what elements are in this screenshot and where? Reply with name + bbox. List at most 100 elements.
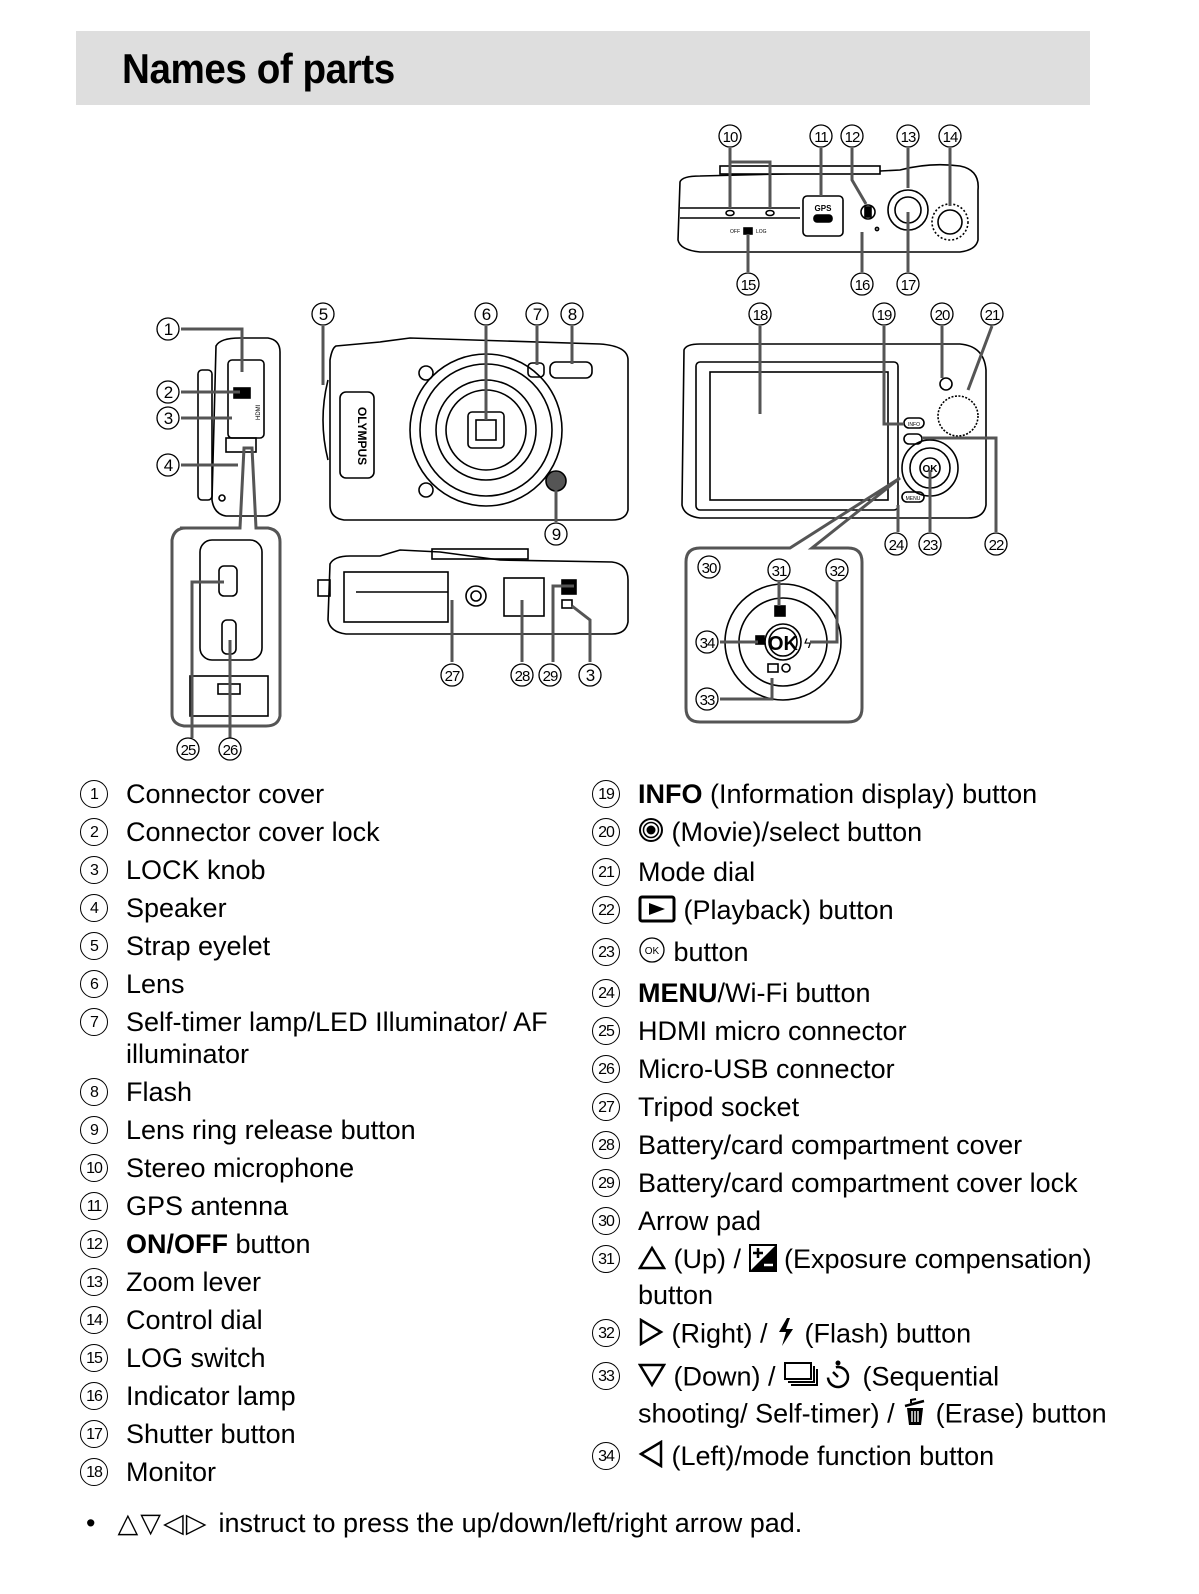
callout-circle (544, 522, 568, 546)
callout-circle (767, 558, 791, 582)
part-label: Micro-USB connector (638, 1053, 1112, 1085)
callout-number: 25 (181, 742, 196, 759)
part-number-badge: 27 (592, 1093, 620, 1122)
callout-circle (695, 630, 719, 654)
callout-number: 3 (586, 666, 595, 685)
part-label: Battery/card compartment cover lock (638, 1167, 1112, 1199)
part-number-badge: 10 (80, 1154, 108, 1182)
part-label-text: GPS antenna (126, 1191, 289, 1221)
callout-8: 8 (560, 302, 584, 326)
part-number-badge: 25 (592, 1017, 620, 1046)
callout-circle (218, 737, 242, 761)
callout-circle (440, 663, 464, 687)
callout-circle (980, 302, 1004, 326)
callout-circle (840, 124, 864, 148)
callout-circle (884, 532, 908, 556)
part-number-badge: 24 (592, 979, 620, 1008)
callout-31: 31 (767, 558, 791, 582)
callout-13: 13 (896, 124, 920, 148)
part-label-text: (Left)/mode function button (664, 1440, 995, 1471)
callout-7: 7 (525, 302, 549, 326)
part-label-text: (Exposure compensation) button (638, 1244, 1092, 1310)
callout-circle (176, 737, 200, 761)
callout-circle (697, 555, 721, 579)
part-label-text: (Sequential shooting/ Self-timer) / (638, 1361, 1000, 1429)
callout-circle (938, 124, 962, 148)
callout-number: 6 (482, 305, 491, 324)
part-number-badge: 32 (592, 1318, 620, 1347)
part-number-badge: 17 (80, 1420, 108, 1448)
right-arrow-icon (638, 1317, 664, 1353)
part-label-text: Flash (126, 1077, 193, 1107)
callout-number: 1 (164, 320, 173, 339)
part-label-text: Zoom lever (126, 1267, 262, 1297)
callout-circle (560, 302, 584, 326)
side-leaders (181, 327, 244, 467)
part-label: Mode dial (638, 856, 1112, 888)
part-label: (Playback) button (638, 894, 1112, 929)
callout-number: 22 (989, 537, 1004, 554)
callout-23: 23 (918, 532, 942, 556)
part-label: GPS antenna (126, 1190, 570, 1222)
part-label: Flash (126, 1076, 570, 1108)
camera-front-view: OLYMPUS (322, 337, 629, 521)
part-label: Self-timer lamp/LED Illuminator/ AF illu… (126, 1006, 570, 1070)
part-label-text: Battery/card compartment cover (638, 1130, 1023, 1161)
part-label: Connector cover (126, 778, 570, 810)
svg-text:ϟ: ϟ (804, 635, 812, 651)
part-label-text: HDMI micro connector (638, 1016, 907, 1047)
part-label: Speaker (126, 892, 570, 924)
part-label-text: (Right) / (664, 1318, 776, 1349)
part-label-text: Connector cover (126, 779, 325, 809)
callout-number: 16 (855, 277, 870, 294)
part-label-text: LOG switch (126, 1343, 266, 1373)
callout-32: 32 (825, 558, 849, 582)
part-label: Control dial (126, 1304, 570, 1336)
part-item-8: 8 Flash (80, 1076, 570, 1108)
callout-number: 5 (319, 305, 328, 324)
part-label: Monitor (126, 1456, 570, 1488)
exposure-compensation-icon (748, 1243, 777, 1279)
part-label-bold: ON/OFF (126, 1229, 228, 1259)
part-label: Indicator lamp (126, 1380, 570, 1412)
brand-label: OLYMPUS (355, 407, 369, 465)
part-item-32: 32 (Right) / (Flash) button (592, 1317, 1112, 1354)
part-label: Battery/card compartment cover (638, 1129, 1112, 1161)
part-label: (Down) / (Sequential shooting/ Self-time… (637, 1360, 1112, 1434)
part-item-34: 34 (Left)/mode function button (592, 1439, 1112, 1475)
callout-27: 27 (440, 663, 464, 687)
callout-2: 2 (156, 380, 180, 404)
callout-number: 17 (901, 277, 916, 294)
part-label-text: Micro-USB connector (638, 1054, 895, 1085)
part-number-badge: 8 (80, 1078, 108, 1106)
callout-number: 2 (164, 383, 173, 402)
callout-circle (156, 380, 180, 404)
part-number-badge: 11 (80, 1192, 108, 1220)
part-label: Arrow pad (638, 1205, 1112, 1237)
ok-small-label: OK (923, 464, 939, 475)
part-number-badge: 23 (592, 937, 620, 966)
part-number-badge: 12 (80, 1230, 108, 1258)
part-label-text: Monitor (126, 1457, 217, 1487)
callout-10: 10 (718, 124, 742, 148)
camera-parts-diagram: GPS OFF LOG HDMI (156, 124, 1008, 761)
part-label: LOG switch (126, 1342, 570, 1374)
callout-number: 21 (985, 307, 1000, 324)
part-label-text: Control dial (126, 1305, 263, 1335)
part-label-text: button (666, 936, 749, 967)
top-leaders (728, 148, 952, 272)
callout-circle (474, 302, 498, 326)
callout-26: 26 (218, 737, 242, 761)
part-number-badge: 2 (80, 818, 108, 846)
part-number-badge: 30 (592, 1207, 620, 1236)
callout-20: 20 (930, 302, 954, 326)
up-arrow-icon (637, 1245, 667, 1278)
part-number-badge: 29 (592, 1169, 620, 1198)
